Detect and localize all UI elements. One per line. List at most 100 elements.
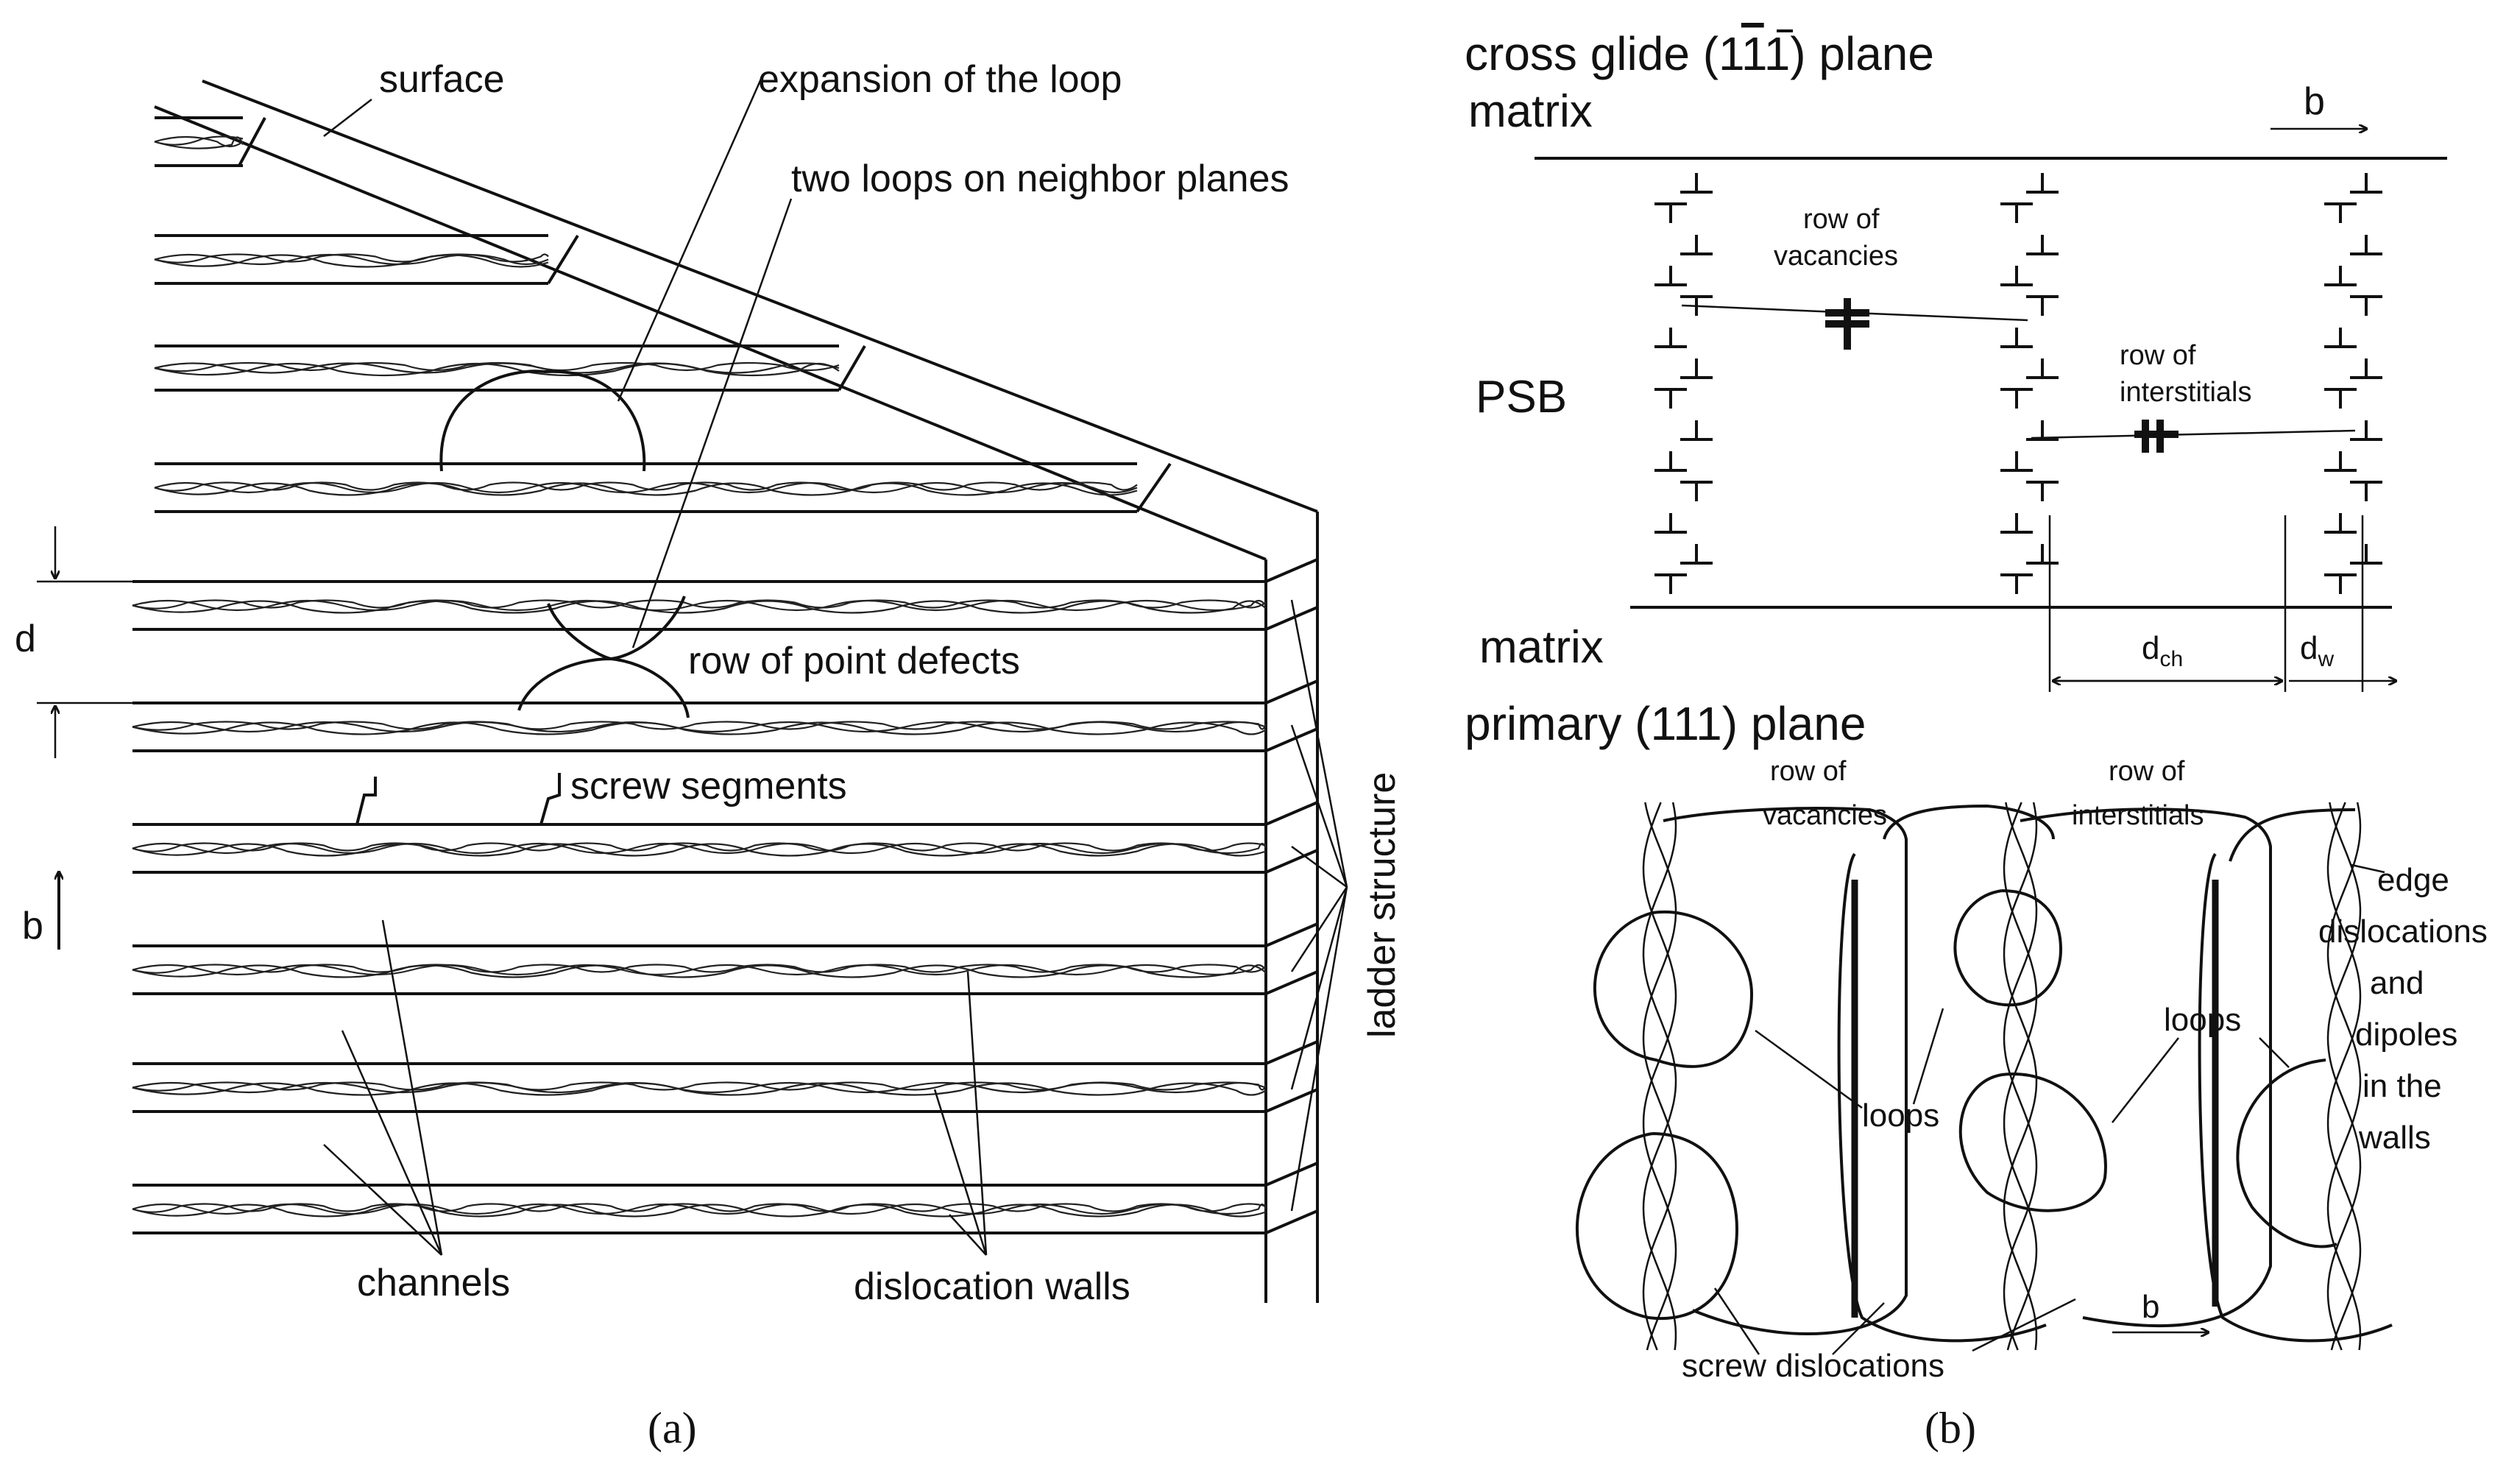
label-psb: PSB (1476, 372, 1567, 423)
vacancy-label-2: vacancies (1774, 241, 1898, 272)
loop-1 (1593, 910, 1754, 1068)
surface-leader (323, 99, 372, 137)
interstitial-row-line (2031, 429, 2356, 439)
dislocation-wave (154, 135, 244, 148)
dislocation-wave (132, 1081, 1267, 1094)
label-two-loops: two loops on neighbor planes (791, 158, 1289, 200)
edge-label-5: in the (2362, 1068, 2442, 1104)
loops-label-2: loops (2164, 1002, 2241, 1038)
surface-line-outer (202, 79, 1318, 513)
dislocation-wave (132, 964, 1267, 974)
walls-leader-3 (949, 1214, 987, 1256)
screw-segment-2 (539, 773, 561, 825)
loop-2 (1576, 1132, 1739, 1321)
dislocation-wave (132, 721, 1267, 731)
edge-label-4: dipoles (2355, 1017, 2457, 1053)
screw-dislocation-strand (2003, 802, 2038, 1351)
cross-glide-title: cross glide (111) plane (1465, 27, 1934, 80)
cell-outline-2 (1883, 804, 2055, 840)
screw-dislocation-strand (2003, 802, 2038, 1351)
label-expansion: expansion of the loop (758, 58, 1122, 101)
loop-4 (1958, 1073, 2107, 1212)
label-point-defects: row of point defects (688, 640, 1020, 682)
dislocation-wave (154, 254, 549, 268)
screw-segment-1 (355, 777, 377, 825)
dislocation-wave (132, 1204, 1267, 1218)
screw-dislocation-strands (1642, 802, 2362, 1351)
screw-dislocation-strand (2326, 802, 2362, 1351)
loops-leader-2a (2112, 1037, 2179, 1123)
dislocation-wave (132, 843, 1267, 857)
dislocation-wave (154, 136, 244, 149)
panel-a: surface expansion of the loop two loops … (15, 58, 1404, 1452)
dislocation-wave (154, 253, 549, 264)
screw-leader-3 (1972, 1298, 2076, 1352)
label-dislocation-walls: dislocation walls (854, 1265, 1130, 1308)
label-dch: dch (2142, 630, 2183, 671)
label-matrix-top: matrix (1468, 86, 1593, 137)
edge-label-6: walls (2358, 1120, 2431, 1156)
dislocation-wave (132, 599, 1267, 609)
edge-label-3: and (2370, 965, 2424, 1001)
channel-plates (132, 116, 1266, 1234)
cell-outline-4 (2229, 808, 2356, 862)
label-screw-segments: screw segments (570, 765, 847, 808)
loops-leader-1a (1755, 1029, 1863, 1109)
dislocation-wave (132, 1081, 1267, 1092)
bottom-interstitial-label-2: interstitials (2072, 800, 2204, 831)
loops-leader-1b (1912, 1008, 1944, 1105)
edge-label-2: dislocations (2318, 914, 2488, 950)
dislocation-wave (132, 1203, 1267, 1213)
label-b-top: b (2304, 80, 2325, 123)
dislocation-wave (154, 362, 840, 377)
screw-dislocation-strand (2326, 802, 2362, 1351)
dislocation-wave (132, 721, 1267, 735)
cell-outline-3 (2020, 808, 2272, 1328)
dislocation-wave (154, 481, 1138, 494)
loop-3 (1953, 889, 2063, 1007)
label-matrix-bottom: matrix (1479, 622, 1604, 673)
cell-outline-6 (2198, 852, 2393, 1343)
screw-dislocation-strand (1642, 802, 1677, 1351)
expansion-loop (439, 370, 646, 472)
two-loops-leader (631, 198, 793, 649)
label-channels: channels (357, 1262, 510, 1304)
vacancy-symbol (1825, 298, 1869, 350)
screw-leader-1 (1713, 1287, 1760, 1355)
edge-leader (2351, 863, 2385, 874)
dislocation-wave (154, 481, 1138, 492)
label-b: b (22, 905, 43, 947)
loops-label-1: loops (1862, 1098, 1939, 1134)
channels-leader-3 (323, 1144, 442, 1256)
label-surface: surface (379, 58, 505, 101)
dislocation-wave (154, 482, 1138, 496)
vacancy-label-1: row of (1803, 204, 1880, 235)
dislocation-wave (132, 964, 1267, 976)
dislocation-wave (154, 362, 840, 374)
dislocation-wave (132, 721, 1267, 733)
label-b-bottom: b (2142, 1289, 2159, 1325)
loop-5 (2236, 1059, 2337, 1248)
screw-dislocation-strand (2326, 802, 2362, 1351)
caption-a: (a) (648, 1404, 697, 1452)
edge-label-1: edge (2377, 862, 2449, 898)
cell-outline-1 (1663, 807, 1908, 1335)
label-dw: dw (2300, 630, 2334, 671)
dislocation-wave (154, 253, 549, 266)
dislocation-wave (132, 964, 1267, 978)
primary-plane-title: primary (111) plane (1465, 697, 1866, 750)
interstitial-label-1: row of (2120, 340, 2196, 371)
walls-leader-1 (966, 971, 988, 1256)
dislocation-wave (132, 842, 1267, 852)
channels-leader-1 (381, 919, 443, 1256)
label-d: d (15, 618, 36, 660)
expansion-leader (617, 77, 763, 402)
screw-dislocation-strand (1642, 802, 1677, 1351)
dislocation-wave (132, 842, 1267, 855)
caption-b: (b) (1925, 1404, 1976, 1452)
interstitial-symbol (2134, 420, 2179, 453)
screw-dislocations-label: screw dislocations (1682, 1348, 1944, 1384)
panel-b-bottom: primary (111) plane row of vacancies row… (1465, 697, 2488, 1452)
panel-b-top: cross glide (111) plane matrix b row of … (1465, 27, 2447, 692)
